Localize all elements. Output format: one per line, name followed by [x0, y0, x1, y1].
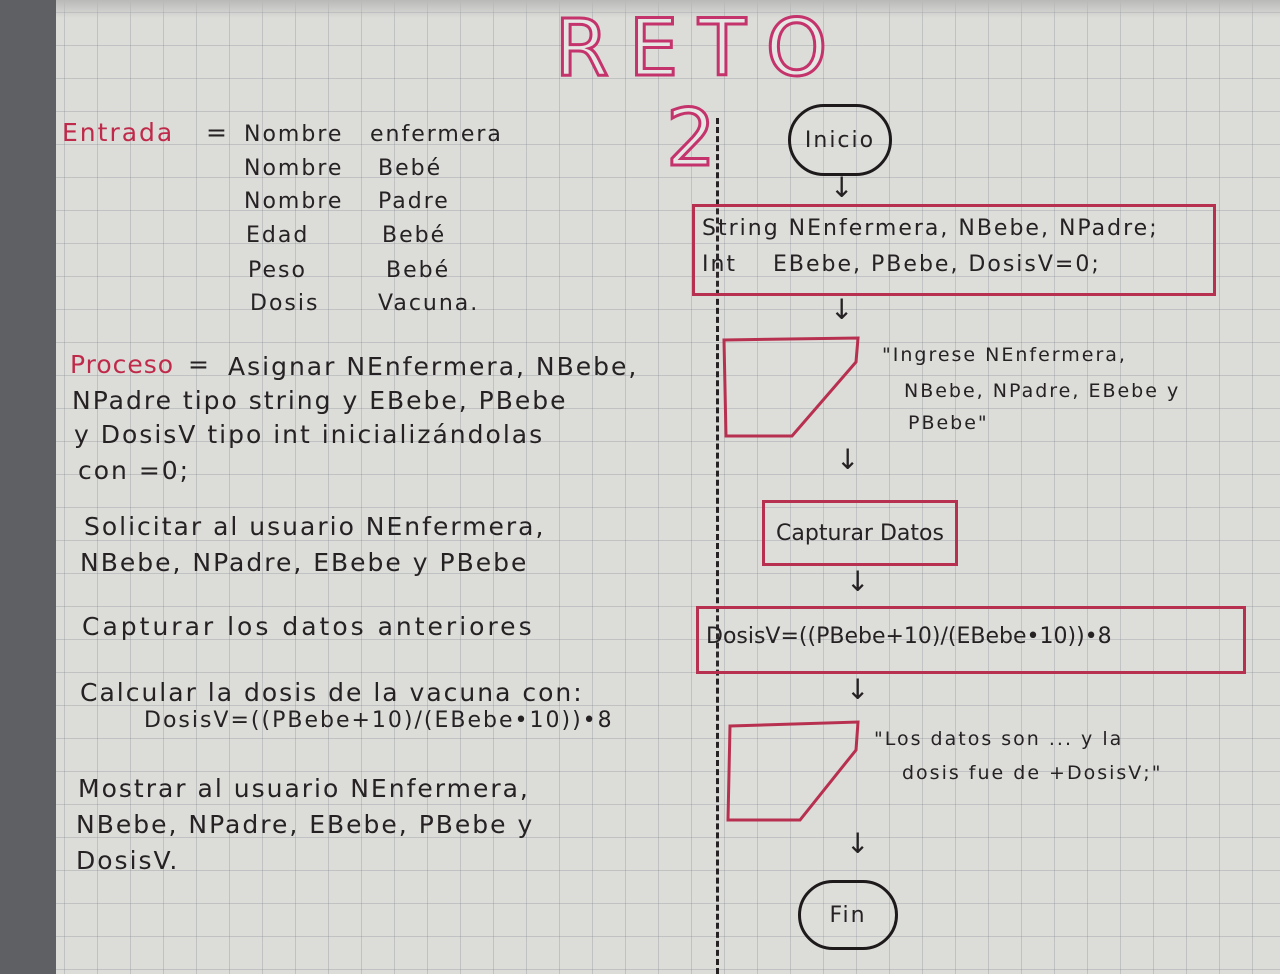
entrada-equals: = — [206, 118, 229, 147]
step-mostrar-line-1: Mostrar al usuario NEnfermera, — [78, 774, 530, 803]
step-solicitar-line-1: Solicitar al usuario NEnfermera, — [84, 512, 546, 541]
column-divider — [716, 118, 719, 974]
input-item-4-a: Edad — [246, 223, 310, 248]
flow-input-note-line-2: NBebe, NPadre, EBebe y — [904, 380, 1181, 402]
flow-capture-label: Capturar Datos — [776, 520, 944, 546]
flow-arrow-1: ↓ — [830, 171, 854, 204]
flow-input-note-line-1: "Ingrese NEnfermera, — [882, 344, 1127, 366]
input-item-5-b: Bebé — [386, 258, 451, 283]
flow-output-shape — [726, 720, 860, 822]
page-title: RETO 2 — [553, 3, 848, 186]
flow-formula-box — [696, 606, 1246, 674]
proceso-line-1: Asignar NEnfermera, NBebe, — [228, 352, 639, 381]
flow-arrow-4: ↓ — [846, 565, 870, 598]
input-item-6-a: Dosis — [250, 291, 320, 316]
flow-start-terminal: Inicio — [788, 104, 892, 176]
flow-declaration-line-2: Int EBebe, PBebe, DosisV=0; — [702, 252, 1101, 277]
proceso-line-2: NPadre tipo string y EBebe, PBebe — [72, 386, 568, 415]
input-item-3-a: Nombre — [244, 189, 344, 214]
flow-declaration-box — [692, 204, 1216, 296]
flow-output-note-line-2: dosis fue de +DosisV;" — [902, 762, 1163, 784]
entrada-label: Entrada — [62, 118, 175, 147]
flow-end-label: Fin — [829, 902, 867, 928]
flow-capture-box: Capturar Datos — [762, 500, 958, 566]
step-solicitar-line-2: NBebe, NPadre, EBebe y PBebe — [80, 548, 529, 577]
flow-arrow-6: ↓ — [846, 827, 870, 860]
flow-output-note-line-1: "Los datos son ... y la — [874, 728, 1124, 750]
proceso-label: Proceso — [70, 350, 175, 379]
input-item-1-b: enfermera — [370, 122, 503, 147]
flow-formula: DosisV=((PBebe+10)/(EBebe•10))•8 — [706, 624, 1112, 649]
step-calcular-formula: DosisV=((PBebe+10)/(EBebe•10))•8 — [144, 708, 614, 733]
proceso-line-4: con =0; — [78, 456, 191, 485]
input-item-5-a: Peso — [248, 258, 307, 283]
input-item-2-a: Nombre — [244, 156, 344, 181]
flow-input-shape — [722, 336, 860, 438]
flow-input-note-line-3: PBebe" — [908, 412, 989, 434]
notebook-page: RETO 2 Entrada = Nombre enfermera Nombre… — [56, 0, 1280, 974]
flow-arrow-3: ↓ — [836, 443, 860, 476]
input-item-6-b: Vacuna. — [378, 291, 480, 316]
flow-start-label: Inicio — [804, 127, 876, 153]
flow-arrow-2: ↓ — [830, 293, 854, 326]
flow-arrow-5: ↓ — [846, 673, 870, 706]
flow-end-terminal: Fin — [798, 880, 898, 950]
step-mostrar-line-2: NBebe, NPadre, EBebe, PBebe y — [76, 810, 535, 839]
step-calcular-line-1: Calcular la dosis de la vacuna con: — [80, 678, 584, 707]
input-item-3-b: Padre — [378, 189, 450, 214]
input-item-4-b: Bebé — [382, 223, 447, 248]
input-item-2-b: Bebé — [378, 156, 443, 181]
proceso-equals: = — [188, 350, 211, 379]
flow-declaration-line-1: String NEnfermera, NBebe, NPadre; — [702, 216, 1159, 241]
page-edge-shadow — [56, 0, 1280, 18]
step-mostrar-line-3: DosisV. — [76, 846, 180, 875]
step-capturar: Capturar los datos anteriores — [82, 612, 535, 641]
proceso-line-3: y DosisV tipo int inicializándolas — [74, 420, 545, 449]
input-item-1-a: Nombre — [244, 122, 344, 147]
